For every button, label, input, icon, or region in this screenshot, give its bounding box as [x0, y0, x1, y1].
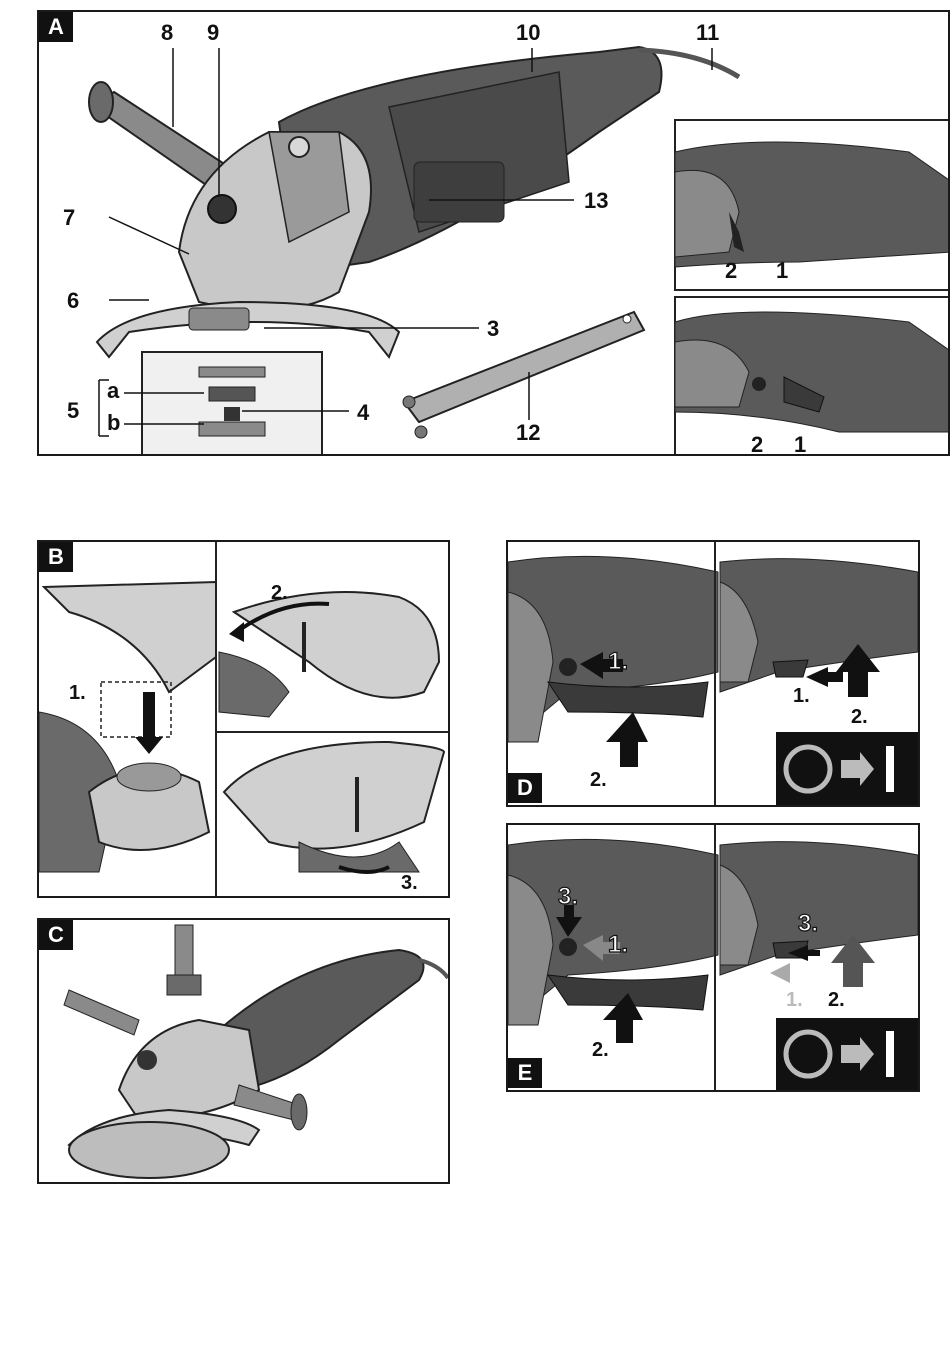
label-1-top: 1 [776, 258, 788, 284]
label-13: 13 [584, 188, 608, 214]
panel-b-tag: B [39, 542, 73, 572]
panel-a-tag: A [39, 12, 73, 42]
label-6: 6 [67, 288, 79, 314]
panel-c: C [37, 918, 450, 1184]
b-step-3: 3. [401, 872, 418, 895]
label-3: 3 [487, 316, 499, 342]
b-step-1: 1. [69, 682, 86, 705]
label-a: a [107, 378, 119, 404]
guard-mounting-illustration [39, 542, 448, 896]
label-8: 8 [161, 20, 173, 46]
e-step-2-right: 2. [828, 989, 845, 1012]
label-11: 11 [696, 20, 719, 46]
d-step-1: 1. [608, 648, 628, 676]
e-step-2: 2. [592, 1039, 609, 1062]
panel-d: D 1. 2. 1. 2. [506, 540, 920, 807]
label-b: b [107, 410, 120, 436]
panel-e-tag: E [508, 1058, 542, 1088]
label-7: 7 [63, 205, 75, 231]
label-4: 4 [357, 400, 369, 426]
label-12: 12 [516, 420, 540, 446]
e-step-3: 3. [558, 883, 578, 911]
panel-d-tag: D [508, 773, 542, 803]
angle-grinder-illustration [39, 12, 950, 456]
label-2-top: 2 [725, 258, 737, 284]
label-5: 5 [67, 398, 79, 424]
label-9: 9 [207, 20, 219, 46]
panel-b: B 1. 2. 3. [37, 540, 450, 898]
d-step-2-right: 2. [851, 706, 868, 729]
d-step-2: 2. [590, 769, 607, 792]
d-step-1-right: 1. [793, 685, 810, 708]
panel-e: E 3. 1. 2. 3. 1. 2. [506, 823, 920, 1092]
b-step-2: 2. [271, 582, 288, 605]
label-2-bottom: 2 [751, 432, 763, 456]
e-step-1-right: 1. [786, 989, 803, 1012]
switch-on-sequence-illustration [508, 542, 918, 805]
panel-a: A [37, 10, 950, 456]
panel-c-tag: C [39, 920, 73, 950]
switch-lock-sequence-illustration [508, 825, 918, 1090]
e-step-3-right: 3. [798, 910, 818, 938]
e-step-1: 1. [608, 931, 628, 959]
grinder-with-sanding-disc-illustration [39, 920, 448, 1182]
label-1-bottom: 1 [794, 432, 806, 456]
label-10: 10 [516, 20, 540, 46]
